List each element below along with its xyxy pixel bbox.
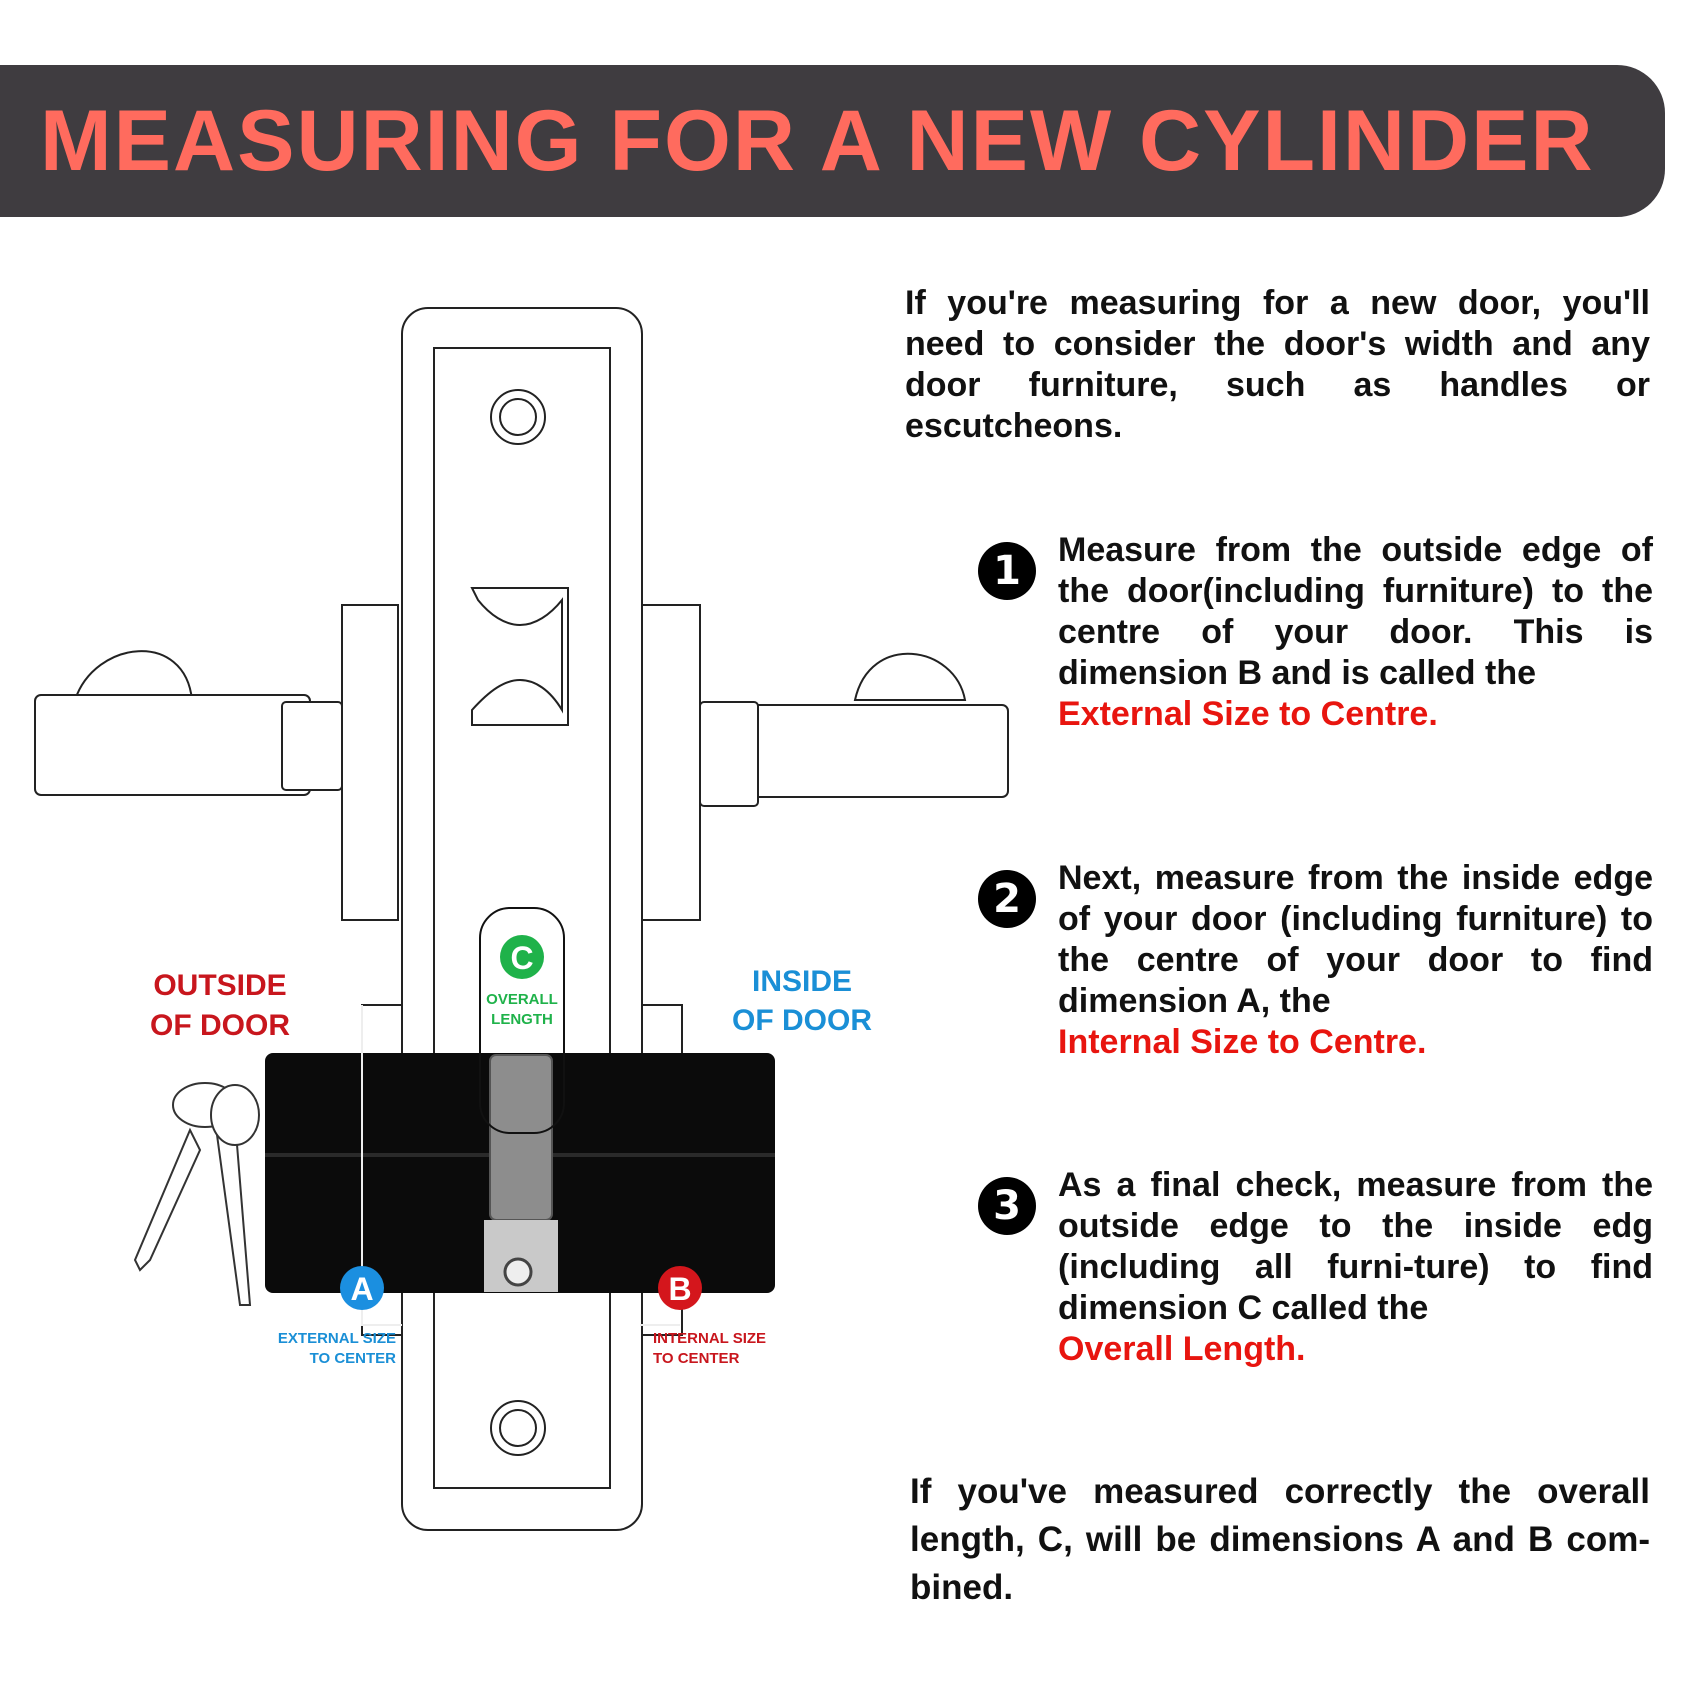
keys xyxy=(133,1082,260,1306)
marker-a-label: A xyxy=(350,1271,373,1307)
step-2-body: Next, measure from the inside edge of yo… xyxy=(1058,858,1653,1063)
step-3-number: 3 xyxy=(978,1177,1036,1235)
step-2: 2 Next, measure from the inside edge of … xyxy=(978,858,1658,1063)
right-handle xyxy=(641,604,1009,921)
cylinder-cam xyxy=(489,1054,553,1221)
left-handle xyxy=(34,604,399,921)
fixing-screw xyxy=(503,1257,533,1287)
label-c-1: OVERALL xyxy=(486,991,558,1008)
overall-length-outline xyxy=(479,907,565,1134)
step-3: 3 As a final check, measure from the out… xyxy=(978,1165,1658,1370)
screw-hole-top xyxy=(490,389,546,445)
title-banner: MEASURING FOR A NEW CYLINDER xyxy=(0,65,1665,217)
page-title: MEASURING FOR A NEW CYLINDER xyxy=(40,92,1595,189)
label-a-1: EXTERNAL SIZE xyxy=(278,1330,396,1347)
outside-label-2: OF DOOR xyxy=(150,1009,290,1042)
outside-label-1: OUTSIDE xyxy=(153,969,286,1002)
step-1-highlight: External Size to Centre. xyxy=(1058,695,1438,733)
label-b-1: INTERNAL SIZE xyxy=(653,1330,766,1347)
marker-b xyxy=(658,1266,702,1310)
latch-bolt xyxy=(470,587,569,726)
inside-label-2: OF DOOR xyxy=(732,1004,872,1037)
marker-b-label: B xyxy=(668,1271,691,1307)
marker-c-label: C xyxy=(510,940,533,976)
marker-a xyxy=(340,1266,384,1310)
intro-paragraph: If you're measuring for a new door, you'… xyxy=(905,284,1650,445)
step-3-text: As a final check, measure from the outsi… xyxy=(1058,1166,1653,1327)
step-1-text: Measure from the outside edge of the doo… xyxy=(1058,531,1653,692)
step-3-highlight: Overall Length. xyxy=(1058,1330,1306,1368)
marker-c xyxy=(500,935,544,979)
step-1: 1 Measure from the outside edge of the d… xyxy=(978,530,1658,735)
lock-diagram: A B C OUTSIDE OF DOOR INSIDE OF DOOR OVE… xyxy=(34,307,1009,1531)
step-2-text: Next, measure from the inside edge of yo… xyxy=(1058,859,1653,1020)
inside-label-1: INSIDE xyxy=(752,965,852,998)
closing-paragraph: If you've measured correctly the overall… xyxy=(910,1472,1650,1607)
step-1-body: Measure from the outside edge of the doo… xyxy=(1058,530,1653,735)
screw-hole-bottom xyxy=(490,1400,546,1456)
step-2-number: 2 xyxy=(978,870,1036,928)
label-a-2: TO CENTER xyxy=(310,1350,397,1367)
label-b-2: TO CENTER xyxy=(653,1350,740,1367)
label-c-2: LENGTH xyxy=(491,1011,553,1028)
step-1-number: 1 xyxy=(978,542,1036,600)
faceplate-inner xyxy=(433,347,611,1489)
step-2-highlight: Internal Size to Centre. xyxy=(1058,1023,1427,1061)
step-3-body: As a final check, measure from the outsi… xyxy=(1058,1165,1653,1370)
